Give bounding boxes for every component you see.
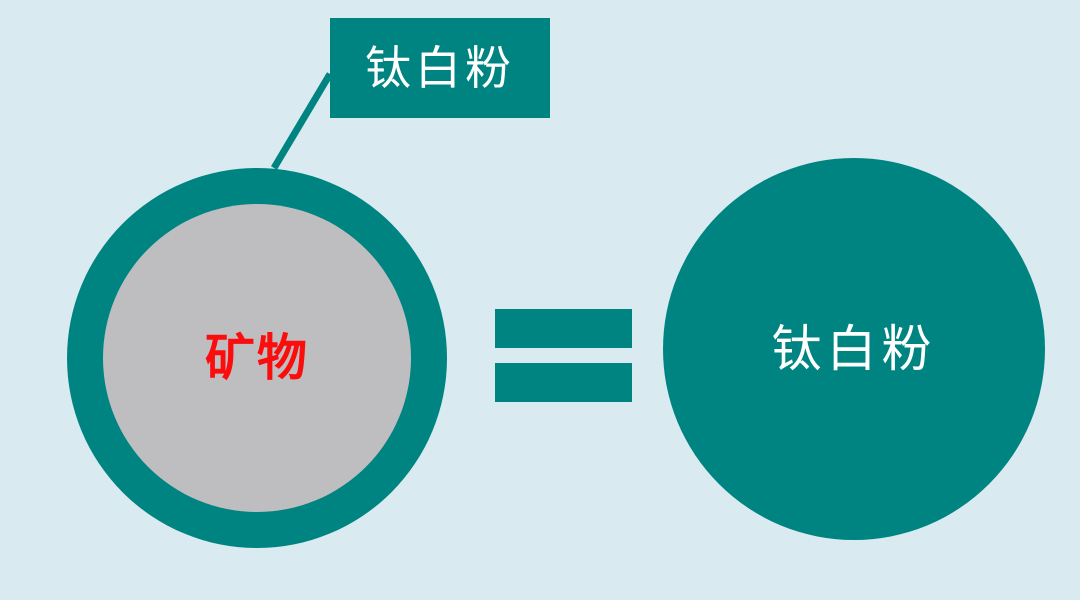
mineral-circle-core: 矿物 [103,204,411,512]
titanium-dioxide-circle-label: 钛白粉 [771,320,937,378]
equals-sign [495,309,632,402]
mineral-circle-label: 矿物 [205,329,309,387]
titanium-dioxide-circle: 钛白粉 [663,158,1045,540]
equals-bar-top [495,309,632,348]
leader-line [270,72,334,170]
callout-label-text: 钛白粉 [365,41,515,95]
callout-label-box: 钛白粉 [330,18,550,118]
mineral-ring-circle: 矿物 [67,168,447,548]
equals-bar-bottom [495,363,632,402]
